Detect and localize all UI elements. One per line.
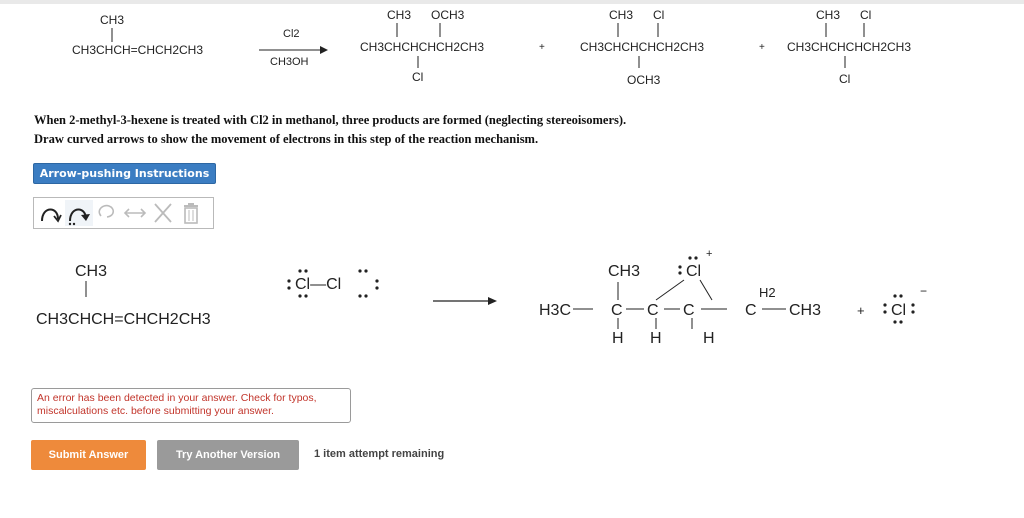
- lasso-icon: [98, 204, 115, 218]
- product1-formula: CH3CHCHCHCH2CH3: [360, 40, 484, 54]
- chlorine-molecule: Cl—Cl: [295, 276, 341, 293]
- reagent-methanol: CH3OH: [270, 56, 309, 68]
- drawing-toolbar: [33, 197, 214, 229]
- reaction-scheme: CH3 CH3CHCH=CHCH2CH3 Cl2 CH3OH CH3 OCH3 …: [72, 8, 911, 87]
- product2-chloro: Cl: [653, 8, 664, 22]
- product2-formula: CH3CHCHCHCH2CH3: [580, 40, 704, 54]
- product3-chloro-bottom: Cl: [839, 72, 850, 86]
- cation-h-1: H: [612, 330, 624, 347]
- error-line-1: An error has been detected in your answe…: [37, 392, 317, 404]
- cation-bridge-right: [699, 279, 713, 301]
- cation-c3: C: [683, 302, 695, 319]
- mech-arrow-head: [488, 297, 497, 305]
- single-electron-arrow-icon: [41, 208, 62, 223]
- top-border: [0, 0, 1024, 4]
- product3-methyl: CH3: [816, 8, 840, 22]
- cation-methyl-right: CH3: [789, 302, 821, 319]
- cation-h2: H2: [759, 285, 776, 300]
- cation-h3c: H3C: [539, 302, 571, 319]
- product3-formula: CH3CHCHCHCH2CH3: [787, 40, 911, 54]
- erase-tool[interactable]: [149, 200, 177, 226]
- cation-chlorine: Cl: [686, 263, 701, 280]
- arrow-pushing-instructions-button[interactable]: Arrow-pushing Instructions: [33, 163, 216, 184]
- error-line-2: miscalculations etc. before submitting y…: [37, 405, 274, 417]
- trash-icon: [184, 203, 198, 224]
- lasso-tool[interactable]: [93, 200, 121, 226]
- plus-sign-1: +: [539, 42, 545, 53]
- cation-c4: C: [745, 302, 757, 319]
- chloride-ion: Cl: [891, 302, 906, 319]
- cation-charge: +: [706, 248, 712, 260]
- chlorine-lone-pairs: [287, 269, 379, 298]
- chloride-charge: −: [920, 284, 927, 298]
- mech-reactant-formula: CH3CHCH=CHCH2CH3: [36, 311, 211, 328]
- product1-chloro: Cl: [412, 70, 423, 84]
- question-text: When 2-methyl-3-hexene is treated with C…: [34, 111, 794, 149]
- question-line-1: When 2-methyl-3-hexene is treated with C…: [34, 113, 627, 127]
- plus-sign-2: +: [759, 42, 765, 53]
- product1-methyl: CH3: [387, 8, 411, 22]
- mechanism-canvas[interactable]: CH3 CH3CHCH=CHCH2CH3 Cl—Cl H3C CH3 C C C…: [0, 245, 1024, 355]
- question-line-2: Draw curved arrows to show the movement …: [34, 132, 539, 146]
- trash-tool[interactable]: [177, 200, 205, 226]
- try-another-version-button[interactable]: Try Another Version: [157, 440, 299, 470]
- mech-reactant-methyl: CH3: [75, 263, 107, 280]
- erase-x-icon: [154, 203, 172, 223]
- product1-methoxy: OCH3: [431, 8, 465, 22]
- chloride-lone-pairs: [883, 294, 915, 324]
- resonance-arrow-tool[interactable]: [121, 200, 149, 226]
- attempts-remaining: 1 item attempt remaining: [314, 448, 445, 460]
- reactant-formula: CH3CHCH=CHCH2CH3: [72, 43, 203, 57]
- product2-methyl: CH3: [609, 8, 633, 22]
- cation-c2: C: [647, 302, 659, 319]
- single-electron-arrow-tool[interactable]: [37, 200, 65, 226]
- reaction-arrow-head: [320, 46, 328, 54]
- product3-chloro: Cl: [860, 8, 871, 22]
- reagent-chlorine: Cl2: [283, 28, 300, 40]
- cation-h-2: H: [650, 330, 662, 347]
- cation-c1: C: [611, 302, 623, 319]
- reactant-methyl-label: CH3: [100, 13, 124, 27]
- cation-methyl: CH3: [608, 263, 640, 280]
- product2-methoxy: OCH3: [627, 73, 661, 87]
- double-electron-arrow-icon: [68, 208, 90, 226]
- submit-answer-button[interactable]: Submit Answer: [31, 440, 146, 470]
- resonance-arrow-icon: [123, 208, 147, 218]
- error-message: An error has been detected in your answe…: [31, 388, 351, 423]
- cation-bridge-left: [655, 279, 685, 301]
- double-electron-arrow-tool[interactable]: [65, 200, 93, 226]
- cation-h-3: H: [703, 330, 715, 347]
- cation-chlorine-lone-pairs: [678, 256, 698, 275]
- mech-plus: +: [857, 303, 865, 318]
